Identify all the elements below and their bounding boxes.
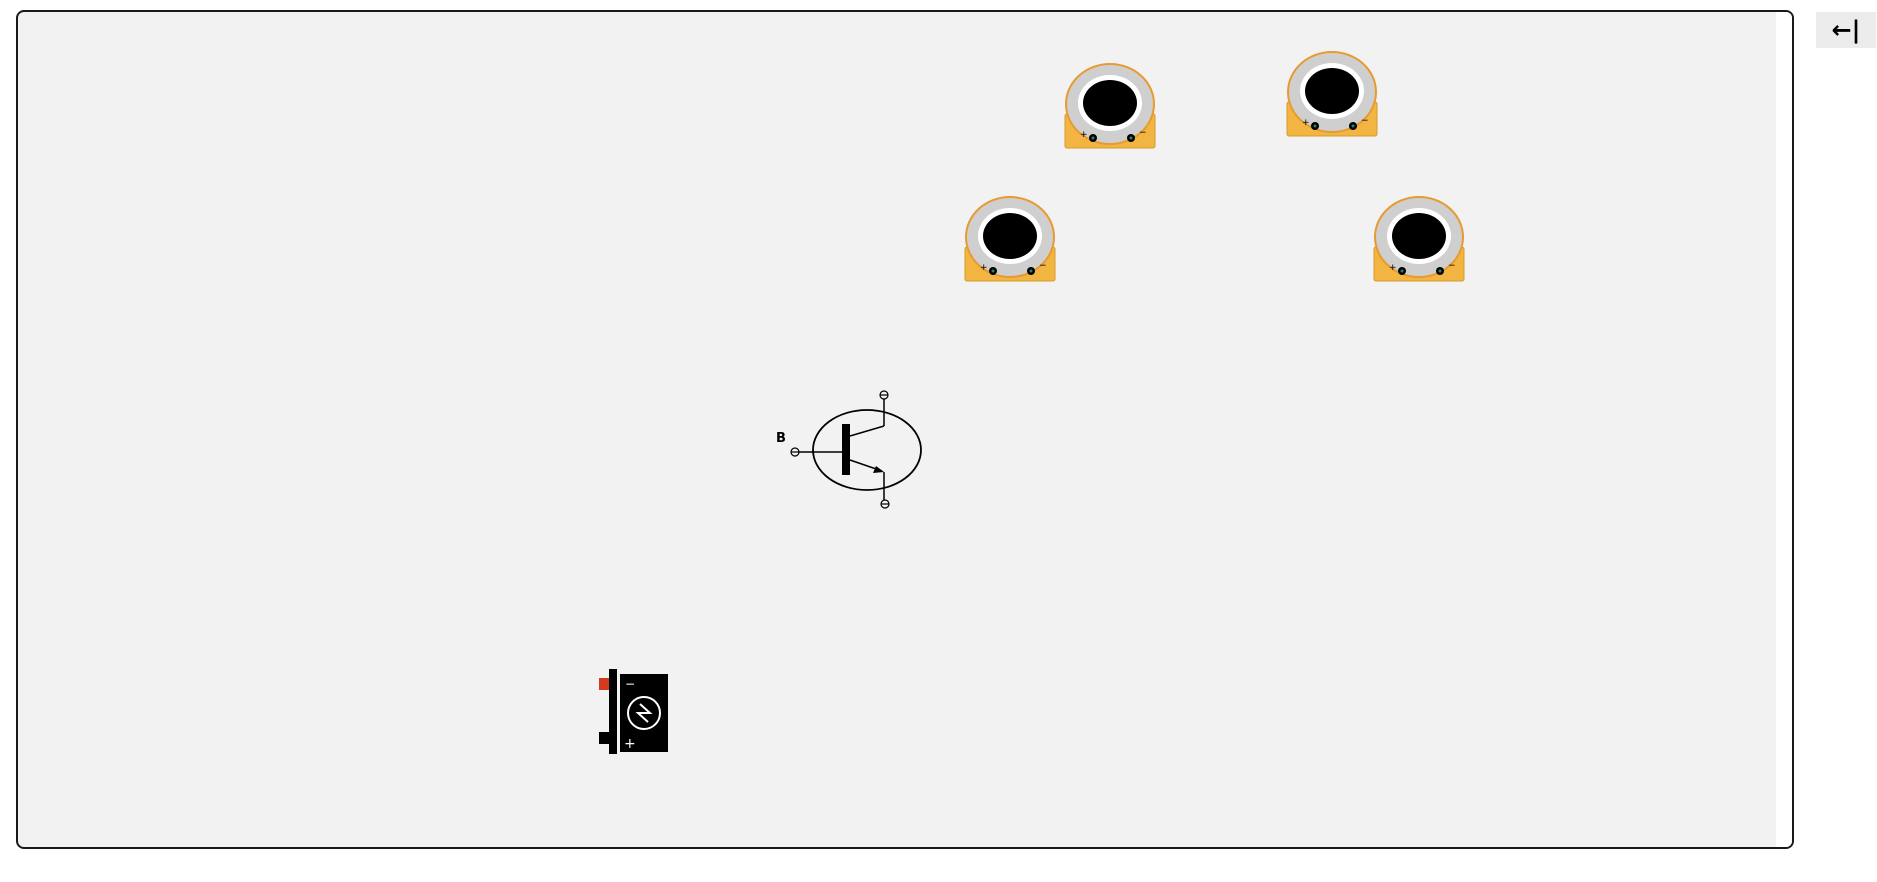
buzzer-icon: + − (1373, 196, 1465, 282)
buzzer-icon: + − (1064, 63, 1156, 149)
canvas-right-edge (1776, 12, 1792, 847)
buzzer-component[interactable]: + − (1372, 196, 1468, 283)
collapse-panel-button[interactable]: ←| (1816, 12, 1876, 48)
battery-terminal-negative[interactable] (599, 678, 611, 690)
battery-component[interactable]: − + (597, 664, 677, 764)
battery-plus-label: + (624, 736, 636, 752)
buzzer-component[interactable]: + − (1285, 51, 1381, 138)
buzzer-minus-label: − (1361, 116, 1369, 126)
buzzer-component[interactable]: + − (1063, 63, 1159, 150)
buzzer-icon: + − (964, 196, 1056, 282)
buzzer-minus-label: − (1039, 261, 1047, 271)
buzzer-component[interactable]: + − (963, 196, 1059, 283)
battery-terminal-positive[interactable] (599, 732, 611, 744)
buzzer-plus-label: + (1302, 118, 1310, 128)
buzzer-plus-label: + (1080, 130, 1088, 140)
buzzer-icon: + − (1286, 51, 1378, 137)
battery-icon: − + (599, 669, 668, 754)
collapse-arrow-icon: ←| (1831, 16, 1861, 44)
transistor-base-label: B (776, 431, 786, 446)
npn-transistor-icon: B (776, 390, 922, 509)
battery-minus-label: − (625, 677, 635, 691)
buzzer-minus-label: − (1448, 261, 1456, 271)
circuit-canvas[interactable]: + − + − + − (16, 10, 1794, 849)
buzzer-plus-label: + (1389, 263, 1397, 273)
transistor-component[interactable]: B (776, 380, 946, 510)
buzzer-plus-label: + (980, 263, 988, 273)
buzzer-minus-label: − (1139, 128, 1147, 138)
